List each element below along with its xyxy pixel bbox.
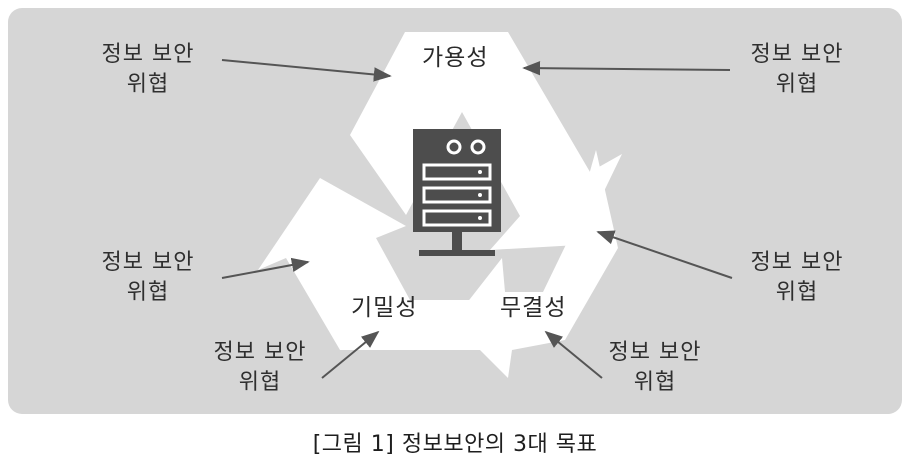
threat-arrow-mid-left	[221, 257, 310, 279]
goal-confidentiality: 기밀성	[351, 295, 418, 321]
server-icon	[413, 129, 501, 256]
threat-arrow-bottom-left	[321, 330, 380, 379]
confidentiality-arrow	[258, 178, 480, 350]
threat-label-top-right: 정보 보안 위협	[750, 42, 844, 97]
threat-label-top-left: 정보 보안 위협	[101, 42, 195, 97]
threat-arrow-mid-right	[596, 230, 733, 279]
threat-label-mid-left: 정보 보안 위협	[101, 250, 195, 305]
threat-label-bottom-left: 정보 보안 위협	[213, 340, 307, 395]
figure-caption: [그림 1] 정보보안의 3대 목표	[312, 432, 598, 457]
goal-availability: 가용성	[422, 45, 489, 71]
threat-arrow-bottom-right	[544, 330, 603, 379]
threat-arrow-top-left	[221, 59, 392, 82]
goal-integrity: 무결성	[500, 295, 567, 321]
integrity-arrow	[452, 150, 618, 378]
threat-label-bottom-right: 정보 보안 위협	[608, 340, 702, 395]
threat-arrow-top-right	[522, 60, 731, 76]
threat-label-mid-right: 정보 보안 위협	[750, 250, 844, 305]
